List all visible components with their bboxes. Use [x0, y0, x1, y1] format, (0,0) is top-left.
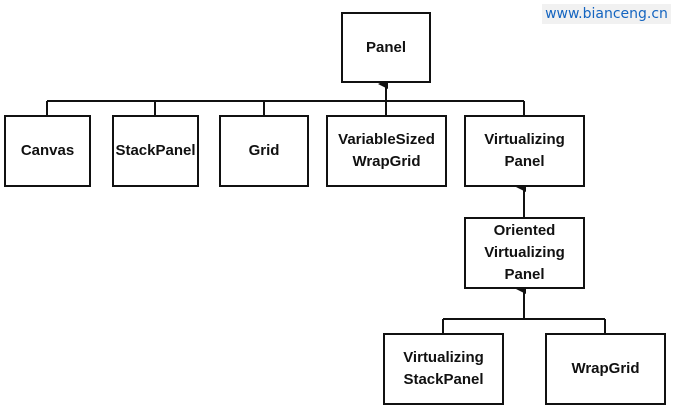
node-oriented-virtualizing-panel: Oriented Virtualizing Panel	[464, 217, 585, 289]
node-virtualizing-stackpanel: Virtualizing StackPanel	[383, 333, 504, 405]
node-wrapgrid: WrapGrid	[545, 333, 666, 405]
node-virtualizing-panel: Virtualizing Panel	[464, 115, 585, 187]
node-panel: Panel	[341, 12, 431, 83]
node-grid: Grid	[219, 115, 309, 187]
watermark: www.bianceng.cn	[542, 4, 671, 24]
node-canvas: Canvas	[4, 115, 91, 187]
node-variablesized-wrapgrid: VariableSized WrapGrid	[326, 115, 447, 187]
node-stackpanel: StackPanel	[112, 115, 199, 187]
